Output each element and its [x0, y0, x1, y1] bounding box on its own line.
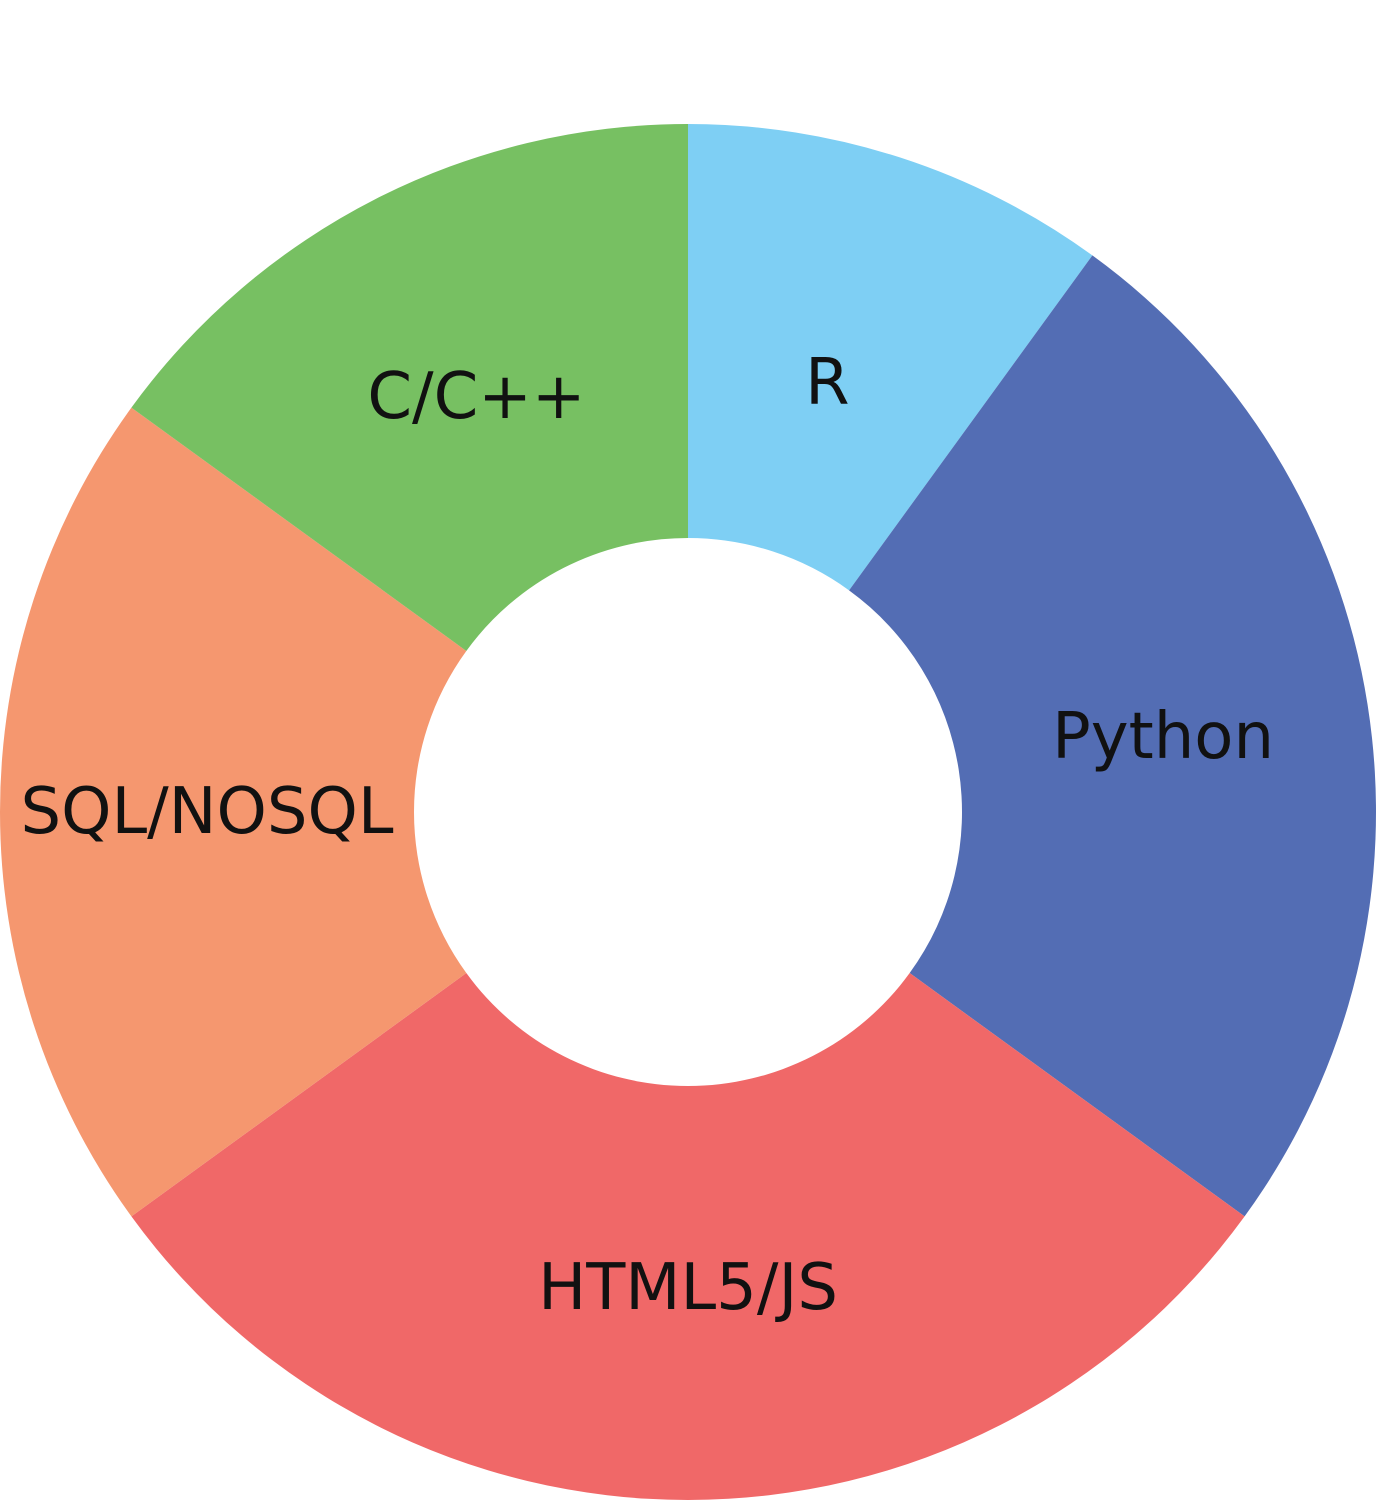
- slice-label-html5-js: HTML5/JS: [538, 1251, 838, 1325]
- slice-label-python: Python: [1052, 700, 1274, 774]
- slice-python: [849, 255, 1376, 1217]
- slice-label-r: R: [805, 346, 849, 420]
- slice-html5-js: [131, 973, 1245, 1500]
- slice-sql-nosql: [0, 407, 467, 1217]
- slice-c-c: [131, 124, 688, 651]
- slice-label-sql-nosql: SQL/NOSQL: [20, 775, 393, 849]
- slice-label-c-c: C/C++: [367, 360, 585, 434]
- slice-r: [688, 124, 1093, 591]
- slices-group: [0, 124, 1376, 1500]
